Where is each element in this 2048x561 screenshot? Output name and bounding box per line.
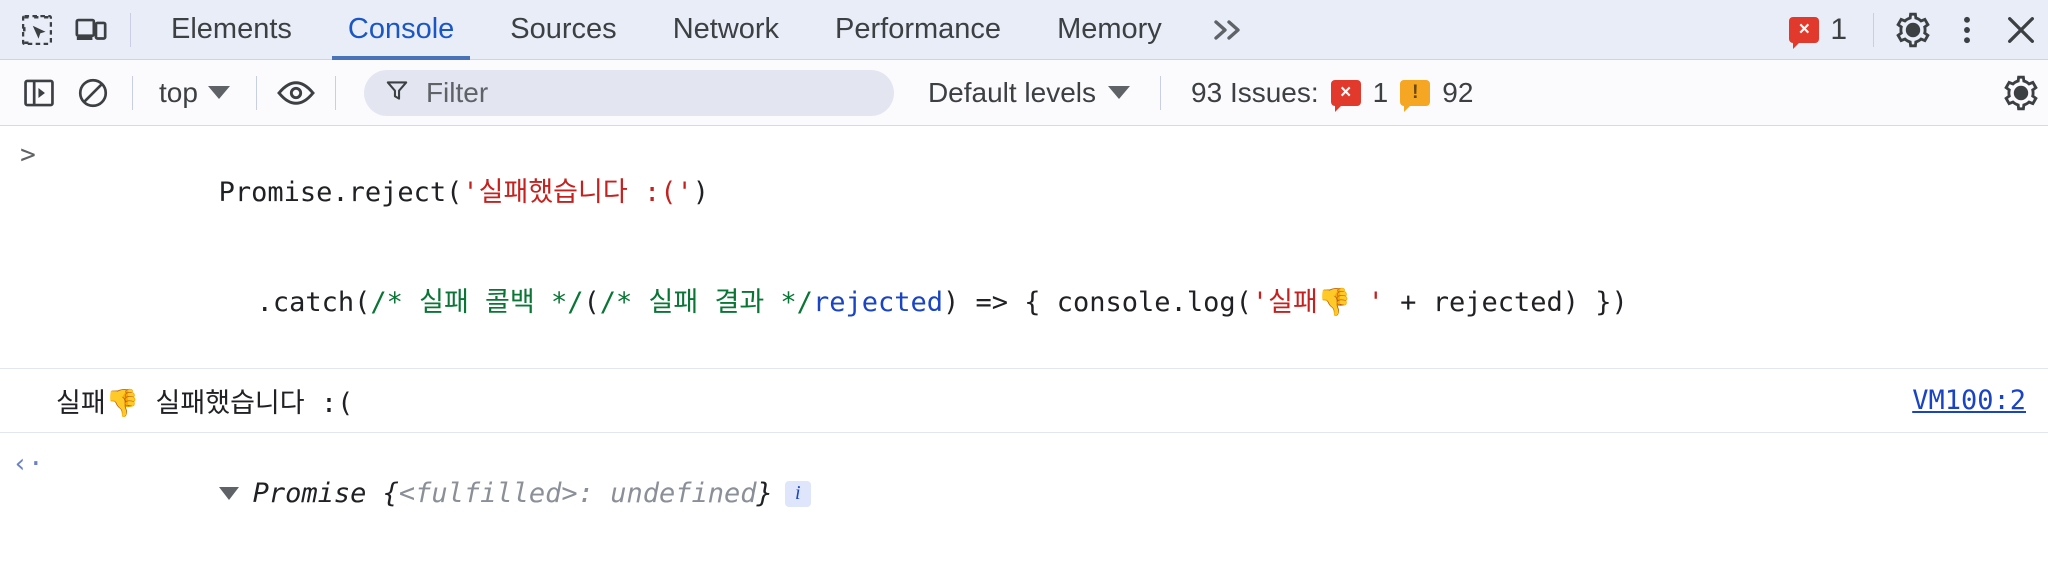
property-row-prototype[interactable]: [[Prototype]]: Promise <box>56 540 2048 561</box>
log-levels-label: Default levels <box>927 76 1097 108</box>
issues-error-badge-icon: × <box>1330 79 1361 112</box>
expand-triangle-down-icon[interactable] <box>218 487 239 501</box>
result-header[interactable]: Promise {<fulfilled>: undefined} i <box>56 447 2048 540</box>
prompt-glyph: > <box>20 140 36 170</box>
info-icon[interactable]: i <box>784 480 811 507</box>
result-state-value: undefined <box>610 478 757 510</box>
clear-console-icon[interactable] <box>66 66 120 120</box>
console-toolbar-divider-3 <box>334 75 336 110</box>
issues-warning-count: 92 <box>1442 76 1474 108</box>
error-count-chip[interactable]: × 1 <box>1775 12 1861 49</box>
console-toolbar-divider-2 <box>255 75 257 110</box>
log-source-link[interactable]: VM100:2 <box>1912 385 2026 417</box>
code-token: + rejected) }) <box>1383 286 1628 318</box>
kebab-menu-icon[interactable] <box>1940 3 1994 57</box>
code-token: ) => { console.log( <box>942 286 1252 318</box>
result-glyph: ‹· <box>12 449 44 480</box>
console-command-entry[interactable]: > Promise.reject('실패했습니다 :(') .catch(/* … <box>0 126 2048 370</box>
result-brace-close: } <box>756 478 773 510</box>
command-line-1: Promise.reject('실패했습니다 :(') <box>56 138 2048 248</box>
result-brace-open: { <box>366 478 399 510</box>
code-token-param: rejected <box>812 286 943 318</box>
code-token: ( <box>583 286 600 318</box>
filter-input-wrapper[interactable]: Filter <box>363 69 894 116</box>
more-tabs-icon[interactable] <box>1190 15 1266 45</box>
issues-warning-badge-icon: ! <box>1400 79 1431 112</box>
result-state-sep: : <box>577 478 611 510</box>
code-token-comment: /* 실패 결과 */ <box>599 286 813 318</box>
code-token-string: '실패했습니다 :(' <box>462 176 693 208</box>
execution-context-selector[interactable]: top <box>145 77 244 109</box>
command-line-2: .catch(/* 실패 콜백 */(/* 실패 결과 */rejected) … <box>56 248 2048 358</box>
tab-network[interactable]: Network <box>672 13 780 45</box>
console-toolbar-divider-1 <box>132 75 133 110</box>
toolbar-divider <box>130 12 131 47</box>
issues-label: 93 Issues: <box>1191 76 1319 108</box>
log-message-text: 실패👎 실패했습니다 :( <box>56 388 354 420</box>
code-token-string: '실패👎 ' <box>1251 286 1384 318</box>
log-levels-selector[interactable]: Default levels <box>910 77 1148 109</box>
console-result-entry: ‹· Promise {<fulfilled>: undefined} i [[P… <box>0 433 2048 561</box>
error-badge-icon: × <box>1789 16 1820 49</box>
gear-icon[interactable] <box>1886 3 1940 57</box>
result-state-key: <fulfilled> <box>398 478 578 510</box>
tab-sources[interactable]: Sources <box>510 13 617 45</box>
close-icon[interactable] <box>1994 3 2048 57</box>
code-token-comment: /* 실패 콜백 */ <box>370 286 584 318</box>
execution-context-label: top <box>159 76 198 108</box>
code-token: Promise.reject( <box>218 176 463 208</box>
filter-input[interactable]: Filter <box>425 76 489 108</box>
code-token: .catch( <box>256 286 371 318</box>
tabbar-right-divider <box>1873 12 1874 47</box>
live-expression-icon[interactable] <box>269 66 323 120</box>
console-toolbar: top Filter Default levels 93 Issues: × 1… <box>0 60 2048 126</box>
result-type: Promise <box>252 478 367 510</box>
chevron-down-icon <box>1108 86 1131 99</box>
tab-memory[interactable]: Memory <box>1057 13 1162 45</box>
console-log-message: 실패👎 실패했습니다 :( VM100:2 <box>0 369 2048 434</box>
error-count-label: 1 <box>1830 12 1847 46</box>
log-gutter <box>0 400 56 402</box>
chevron-down-icon <box>207 86 230 99</box>
console-sidebar-icon[interactable] <box>12 66 66 120</box>
console-message-list: > Promise.reject('실패했습니다 :(') .catch(/* … <box>0 126 2048 561</box>
tab-console[interactable]: Console <box>320 0 482 60</box>
console-settings-gear-icon[interactable] <box>1994 66 2048 120</box>
console-toolbar-divider-4 <box>1160 75 1162 110</box>
inspect-element-icon[interactable] <box>10 3 64 57</box>
tab-performance[interactable]: Performance <box>835 13 1002 45</box>
tab-elements[interactable]: Elements <box>171 13 292 45</box>
issues-error-count: 1 <box>1372 76 1389 108</box>
devtools-tab-bar: Elements Console Sources Network Perform… <box>0 0 2048 60</box>
filter-icon <box>384 77 410 108</box>
device-toolbar-icon[interactable] <box>64 3 118 57</box>
code-token: ) <box>692 176 709 208</box>
issues-summary[interactable]: 93 Issues: × 1 ! 92 <box>1173 76 1491 112</box>
